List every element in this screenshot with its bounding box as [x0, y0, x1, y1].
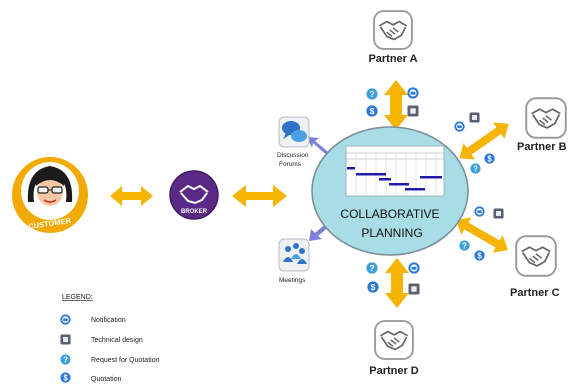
partner-a-label: Partner A — [368, 53, 417, 65]
request-for-quotation-icon — [366, 88, 378, 100]
technical-design-icon — [60, 334, 71, 345]
legend: LEGEND: Notification Technical design Re… — [60, 294, 160, 383]
gantt-chart-icon — [345, 145, 445, 197]
handshake-icon — [373, 10, 413, 50]
broker-node: BROKER — [169, 170, 219, 220]
customer-avatar-icon — [27, 166, 73, 206]
discussion-label-line1: Discussion — [277, 152, 309, 159]
legend-item-quotation: Quotation — [91, 376, 121, 383]
legend-item-technical-design: Technical design — [91, 337, 143, 344]
quotation-icon — [367, 281, 379, 293]
center-title-line2: PLANNING — [361, 226, 422, 240]
request-for-quotation-icon — [470, 163, 481, 174]
legend-title: LEGEND: — [62, 294, 93, 301]
people-group-icon — [283, 243, 307, 264]
partner-b-arrow — [459, 122, 509, 160]
customer-broker-arrow — [110, 186, 153, 206]
notification-icon — [408, 262, 420, 274]
handshake-icon — [515, 235, 557, 277]
handshake-icon — [374, 320, 414, 360]
technical-design-icon — [408, 283, 420, 295]
technical-design-icon — [407, 105, 419, 117]
collaborative-planning-node: COLLABORATIVE PLANNING — [311, 126, 469, 256]
notification-icon — [407, 87, 419, 99]
partner-c-label: Partner C — [510, 287, 560, 299]
request-for-quotation-icon — [459, 240, 470, 251]
quotation-icon — [60, 372, 71, 383]
legend-item-notification: Notification — [91, 317, 126, 324]
handshake-icon — [525, 97, 567, 139]
partner-d-label: Partner D — [369, 365, 419, 377]
center-title-line1: COLLABORATIVE — [340, 207, 439, 221]
discussion-forums-tool: Discussion Forums — [277, 116, 310, 168]
quotation-icon — [474, 250, 485, 261]
partner-c-arrow — [456, 217, 508, 253]
notification-icon — [454, 121, 465, 132]
handshake-icon — [179, 184, 209, 205]
quotation-icon — [366, 105, 378, 117]
broker-label: BROKER — [181, 209, 208, 215]
notification-icon — [474, 206, 485, 217]
chat-bubbles-icon — [282, 121, 307, 142]
request-for-quotation-icon — [60, 354, 71, 365]
partner-a-node: Partner A — [368, 10, 418, 65]
partner-d-node: Partner D — [369, 320, 419, 377]
notification-icon — [60, 314, 71, 325]
partner-a-arrow — [384, 80, 408, 130]
customer-node: CUSTOMER — [12, 157, 88, 233]
partner-d-arrow — [385, 258, 409, 308]
discussion-label-line2: Forums — [279, 161, 302, 168]
partner-b-node: Partner B — [517, 97, 567, 153]
partner-b-label: Partner B — [517, 141, 567, 153]
meetings-label: Meetings — [279, 277, 306, 284]
technical-design-icon — [469, 112, 480, 123]
technical-design-icon — [493, 208, 504, 219]
quotation-icon — [484, 153, 495, 164]
partner-c-node: Partner C — [510, 235, 560, 299]
broker-planning-arrow — [232, 185, 287, 207]
request-for-quotation-icon — [366, 262, 378, 274]
legend-item-rfq: Request for Quotation — [91, 357, 160, 364]
meetings-tool: Meetings — [278, 238, 310, 284]
